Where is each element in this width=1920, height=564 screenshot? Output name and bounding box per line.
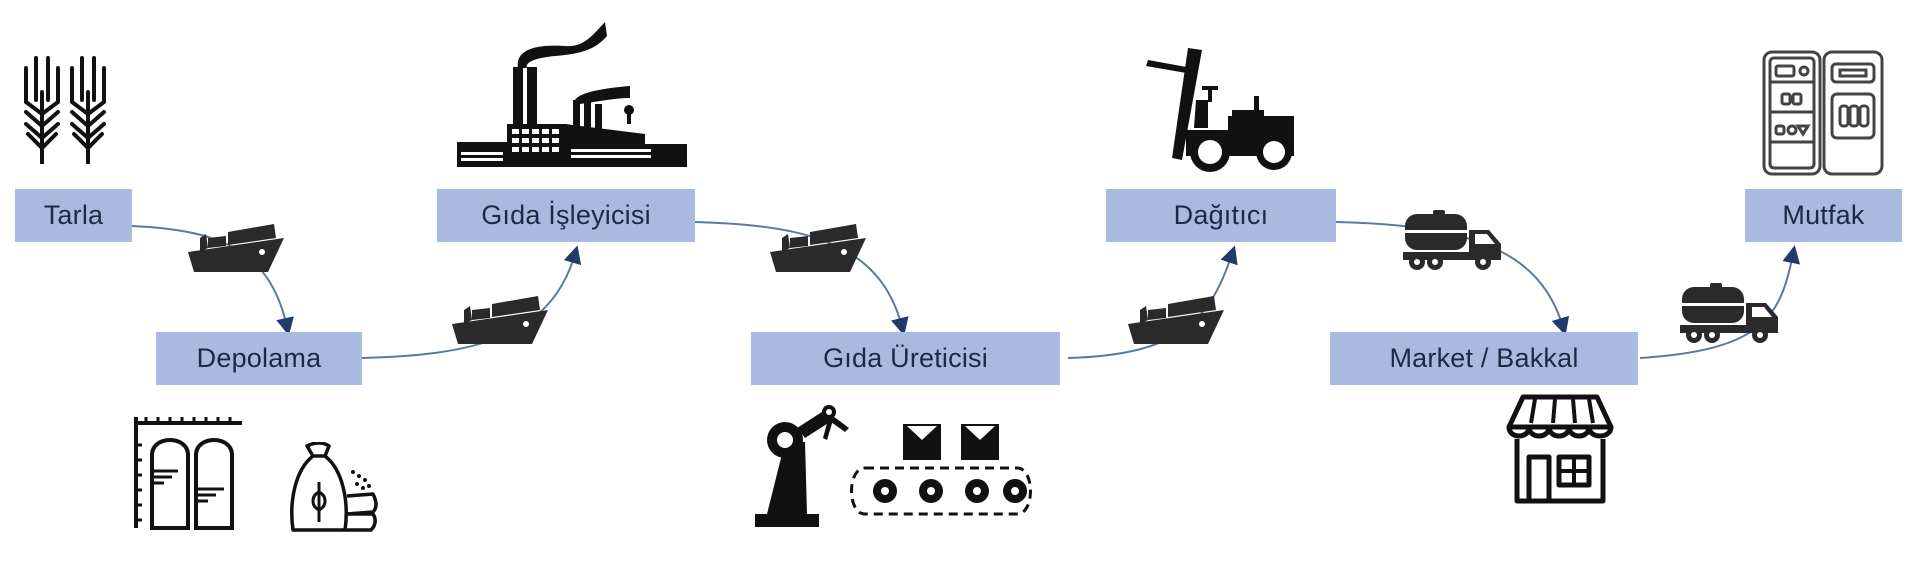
node-label: Depolama bbox=[196, 343, 322, 373]
edge-isleyici-uretici bbox=[694, 221, 909, 336]
ship-icon bbox=[188, 224, 284, 272]
wheat-icon bbox=[24, 56, 106, 164]
node-depolama: Depolama bbox=[156, 332, 362, 385]
tanker-truck-icon bbox=[1680, 283, 1778, 343]
robot-arm-conveyor-icon bbox=[755, 405, 1032, 527]
node-label: Market / Bakkal bbox=[1389, 343, 1579, 373]
grain-sack-icon bbox=[290, 442, 378, 532]
node-gida-ureticisi: Gıda Üreticisi bbox=[751, 332, 1060, 385]
node-mutfak: Mutfak bbox=[1745, 189, 1902, 242]
ship-icon bbox=[1128, 296, 1224, 344]
refrigerator-icon bbox=[1762, 50, 1884, 176]
node-market-bakkal: Market / Bakkal bbox=[1330, 332, 1638, 385]
node-gida-isleyicisi: Gıda İşleyicisi bbox=[437, 189, 695, 242]
ship-icon bbox=[452, 296, 548, 344]
node-label: Tarla bbox=[43, 200, 104, 230]
node-label: Mutfak bbox=[1782, 200, 1865, 230]
ship-icon bbox=[770, 224, 866, 272]
node-label: Gıda Üreticisi bbox=[823, 343, 988, 373]
forklift-icon bbox=[1146, 48, 1294, 172]
silo-icon bbox=[134, 417, 242, 530]
factory-icon bbox=[457, 22, 687, 167]
node-label: Gıda İşleyicisi bbox=[481, 200, 651, 230]
node-dagitici: Dağıtıcı bbox=[1106, 189, 1336, 242]
node-label: Dağıtıcı bbox=[1173, 200, 1269, 230]
tanker-truck-icon bbox=[1403, 210, 1501, 270]
store-icon bbox=[1506, 394, 1614, 504]
node-tarla: Tarla bbox=[15, 189, 132, 242]
